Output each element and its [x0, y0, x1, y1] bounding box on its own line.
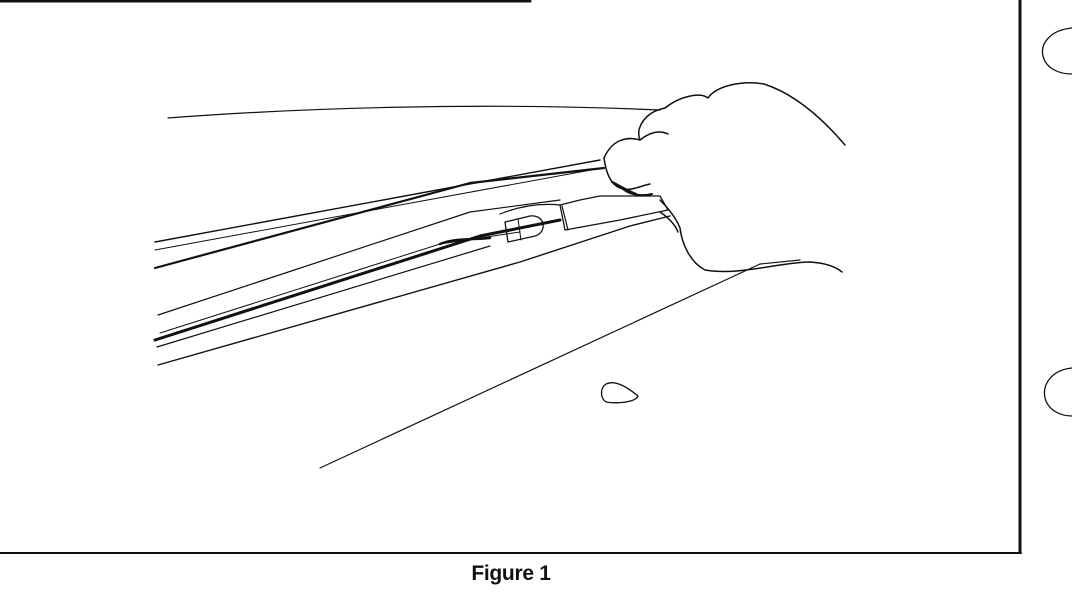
hand-drawing — [603, 82, 846, 273]
binder-punch-hole-icon — [1043, 367, 1072, 417]
figure-caption: Figure 1 — [471, 562, 551, 585]
wiper-blade-drawing — [153, 159, 671, 366]
windshield-outline — [167, 105, 801, 469]
washer-nozzle-drawing — [600, 382, 639, 404]
binder-punch-hole-icon — [1041, 27, 1072, 75]
page-frame — [0, 0, 1022, 554]
figure-illustration — [0, 0, 1072, 554]
